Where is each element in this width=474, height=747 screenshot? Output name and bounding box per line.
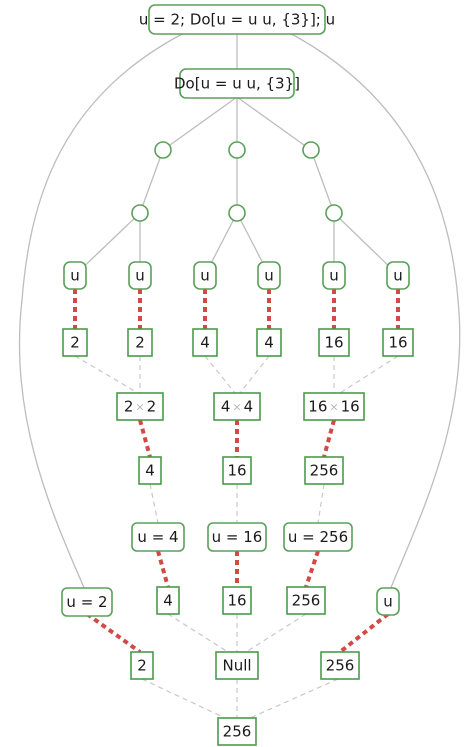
branch-node [131,204,149,222]
svg-text:u: u [135,267,145,285]
symbol-node-u: u [386,261,410,290]
svg-text:u: u [70,267,80,285]
svg-text:2: 2 [70,334,80,352]
svg-text:u = 256: u = 256 [288,528,348,546]
null-result-node: Null [215,651,259,680]
initial-assignment-node: u = 2 [61,587,113,617]
assignment-result-node: 256 [286,586,326,615]
svg-text:256: 256 [292,592,321,610]
symbol-node-u: u [128,261,152,290]
symbol-node-u: u [257,261,281,290]
branch-node [325,204,343,222]
svg-text:2: 2 [135,334,145,352]
symbol-node-u: u [193,261,217,290]
svg-text:u = 16: u = 16 [212,528,263,546]
svg-text:16: 16 [324,334,343,352]
final-symbol-value: 256 [320,651,360,680]
product-result-node: 4 [138,456,162,485]
svg-text:4: 4 [163,592,173,610]
value-node: 4 [256,328,282,357]
svg-text:16×16: 16×16 [308,398,359,416]
assignment-node: u = 256 [283,522,353,552]
svg-text:2: 2 [137,657,147,675]
svg-text:256: 256 [310,462,339,480]
initial-assignment-result: 2 [130,651,154,680]
do-loop-node: Do[u = u u, {3}] [174,68,300,99]
branch-node [228,141,246,159]
value-node: 2 [127,328,153,357]
branch-node [228,204,246,222]
value-node: 2 [62,328,88,357]
product-node: 4×4 [213,392,261,421]
svg-text:2×2: 2×2 [124,398,156,416]
symbol-node-u: u [63,261,87,290]
assignment-node: u = 4 [131,522,185,552]
svg-text:16: 16 [227,462,246,480]
svg-text:4: 4 [145,462,155,480]
assignment-result-node: 4 [156,586,180,615]
svg-text:4×4: 4×4 [221,398,253,416]
svg-text:u: u [393,267,403,285]
svg-text:u: u [383,593,393,611]
product-result-node: 256 [304,456,344,485]
branch-node [302,141,320,159]
tree-edges [18,29,461,591]
svg-text:u: u [200,267,210,285]
product-node: 2×2 [116,392,164,421]
value-node: 16 [318,328,350,357]
final-symbol-node-u: u [376,587,400,616]
svg-text:16: 16 [227,592,246,610]
final-result-node: 256 [217,717,257,746]
assignment-node: u = 16 [207,522,267,552]
svg-text:u = 2: u = 2 [66,593,107,611]
svg-text:256: 256 [326,657,355,675]
value-edges [73,289,400,654]
product-node: 16×16 [303,392,365,421]
symbol-node-u: u [322,261,346,290]
product-result-node: 16 [222,456,252,485]
branch-node [154,141,172,159]
svg-text:u: u [264,267,274,285]
value-node: 4 [192,328,218,357]
svg-text:Null: Null [222,657,251,675]
root-expression-label: u = 2; Do[u = u u, {3}]; u [139,11,335,29]
assignment-result-node: 16 [222,586,252,615]
value-node: 16 [382,328,414,357]
svg-text:4: 4 [200,334,210,352]
circle-nodes [131,141,343,222]
svg-text:256: 256 [223,723,252,741]
do-loop-label: Do[u = u u, {3}] [174,75,300,93]
svg-text:u: u [329,267,339,285]
svg-text:4: 4 [264,334,274,352]
svg-text:16: 16 [388,334,407,352]
result-edges [74,355,399,719]
svg-text:u = 4: u = 4 [137,528,178,546]
root-expression-node: u = 2; Do[u = u u, {3}]; u [139,4,335,35]
